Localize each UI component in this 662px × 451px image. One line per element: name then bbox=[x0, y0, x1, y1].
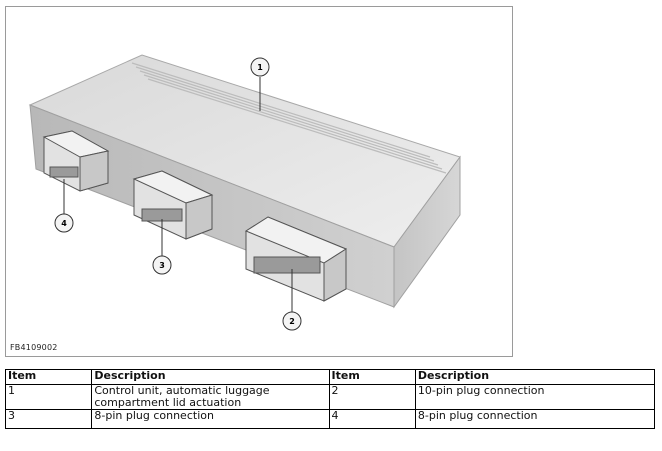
component-illustration: 1 4 3 2 FB4109002 bbox=[5, 6, 513, 357]
table-row: 3 8-pin plug connection 4 8-pin plug con… bbox=[4, 409, 656, 429]
item-number: 2 bbox=[328, 384, 416, 410]
legend-table: Item Description Item Description 1 Cont… bbox=[4, 369, 656, 429]
figure-code: FB4109002 bbox=[10, 343, 58, 352]
header-description: Description bbox=[91, 369, 330, 385]
svg-text:1: 1 bbox=[257, 63, 263, 72]
item-number: 4 bbox=[328, 409, 416, 429]
item-description: 10-pin plug connection bbox=[414, 384, 656, 410]
svg-text:4: 4 bbox=[61, 219, 67, 228]
header-item: Item bbox=[4, 369, 93, 385]
housing-ribs bbox=[131, 62, 447, 174]
item-number: 3 bbox=[4, 409, 93, 429]
legend-header-row: Item Description Item Description bbox=[4, 369, 656, 385]
plug-connection-3 bbox=[132, 170, 214, 240]
callout-1: 1 bbox=[250, 57, 270, 77]
item-description: 8-pin plug connection bbox=[414, 409, 656, 429]
item-number: 1 bbox=[4, 384, 93, 410]
callout-3: 3 bbox=[152, 255, 172, 275]
plug-connection-4 bbox=[42, 130, 110, 192]
item-description: Control unit, automatic luggage compartm… bbox=[91, 384, 330, 410]
callout-leaders bbox=[63, 77, 293, 313]
svg-text:3: 3 bbox=[159, 261, 165, 270]
table-row: 1 Control unit, automatic luggage compar… bbox=[4, 384, 656, 410]
control-unit-drawing: 1 4 3 2 bbox=[28, 54, 461, 331]
svg-text:2: 2 bbox=[289, 317, 295, 326]
plug-connection-2 bbox=[244, 216, 348, 302]
callout-4: 4 bbox=[54, 213, 74, 233]
housing-end-face bbox=[393, 155, 461, 309]
callout-2: 2 bbox=[282, 311, 302, 331]
item-description: 8-pin plug connection bbox=[91, 409, 330, 429]
header-description: Description bbox=[414, 369, 656, 385]
header-item: Item bbox=[328, 369, 416, 385]
